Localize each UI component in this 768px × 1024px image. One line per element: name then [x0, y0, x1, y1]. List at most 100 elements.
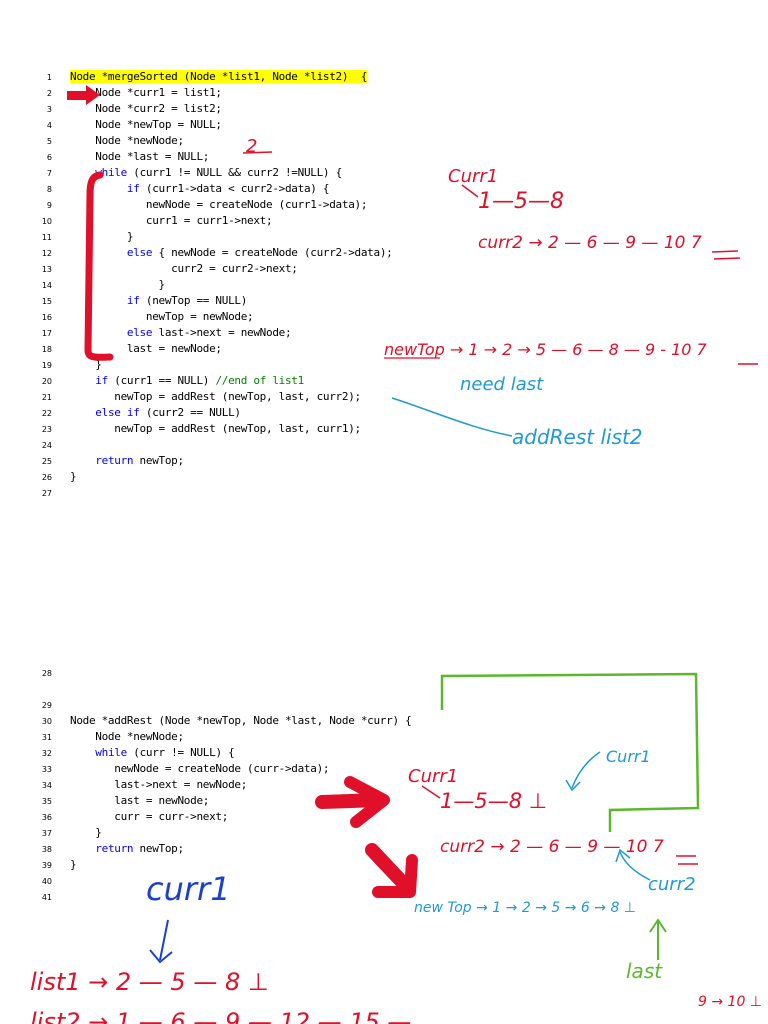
code-fragment: } — [70, 470, 77, 483]
keyword: else if — [95, 406, 140, 419]
code-line: 5 Node *newNode; — [0, 133, 768, 149]
code-line: 2 Node *curr1 = list1; — [0, 85, 768, 101]
annotation-b-last: last — [626, 959, 663, 983]
code-line: 41 — [0, 889, 768, 905]
code-fragment — [70, 182, 127, 195]
code-text: } — [70, 857, 77, 873]
code-fragment: Node *curr2 = list2; — [70, 102, 222, 115]
code-line: 4 Node *newTop = NULL; — [0, 117, 768, 133]
code-fragment: curr1 = curr1->next; — [70, 214, 273, 227]
line-number: 17 — [41, 329, 52, 338]
code-text: if (newTop == NULL) — [70, 293, 247, 309]
code-text: return newTop; — [70, 453, 184, 469]
line-number: 28 — [41, 669, 52, 678]
code-fragment: } — [70, 358, 102, 371]
line-number: 8 — [46, 185, 52, 194]
line-number: 14 — [41, 281, 52, 290]
line-number: 19 — [41, 361, 52, 370]
code-fragment: last = newNode; — [70, 794, 210, 807]
code-fragment: (curr2 == NULL) — [139, 406, 241, 419]
line-number: 20 — [41, 377, 52, 386]
code-fragment — [70, 326, 127, 339]
code-text: Node *addRest (Node *newTop, Node *last,… — [70, 713, 412, 729]
line-number: 3 — [46, 105, 52, 114]
code-line: 14 } — [0, 277, 768, 293]
code-text: Node *curr2 = list2; — [70, 101, 222, 117]
keyword: while — [95, 166, 127, 179]
code-fragment: Node *addRest (Node *newTop, Node *last,… — [70, 714, 412, 727]
line-number: 40 — [41, 877, 52, 886]
line-number: 39 — [41, 861, 52, 870]
code-fragment: (curr1 == NULL) — [107, 374, 216, 387]
line-number: 25 — [41, 457, 52, 466]
code-text: curr2 = curr2->next; — [70, 261, 298, 277]
code-line: 19 } — [0, 357, 768, 373]
code-line: 27 — [0, 485, 768, 501]
code-fragment: } — [70, 278, 166, 291]
code-line: 9 newNode = createNode (curr1->data); — [0, 197, 768, 213]
code-line: 36 curr = curr->next; — [0, 809, 768, 825]
line-number: 26 — [41, 473, 52, 482]
code-fragment: last->next = newNode; — [70, 778, 248, 791]
code-text: } — [70, 229, 134, 245]
line-number: 37 — [41, 829, 52, 838]
code-fragment — [70, 842, 95, 855]
code-fragment: curr = curr->next; — [70, 810, 229, 823]
keyword: if — [126, 294, 140, 307]
code-text: } — [70, 825, 102, 841]
code-line: 13 curr2 = curr2->next; — [0, 261, 768, 277]
code-text: Node *newNode; — [70, 729, 184, 745]
code-line: 23 newTop = addRest (newTop, last, curr1… — [0, 421, 768, 437]
code-text: else if (curr2 == NULL) — [70, 405, 241, 421]
code-text: } — [70, 357, 102, 373]
code-fragment: } — [70, 826, 102, 839]
line-number: 12 — [41, 249, 52, 258]
code-text: newTop = addRest (newTop, last, curr2); — [70, 389, 361, 405]
code-text: while (curr1 != NULL && curr2 !=NULL) { — [70, 165, 342, 181]
code-fragment: (curr1->data < curr2->data) { — [139, 182, 330, 195]
line-number: 9 — [46, 201, 52, 210]
line-number: 7 — [46, 169, 52, 178]
code-fragment: newNode = createNode (curr1->data); — [70, 198, 368, 211]
code-fragment — [70, 246, 127, 259]
code-fragment: newTop; — [133, 842, 185, 855]
code-line: 6 Node *last = NULL; — [0, 149, 768, 165]
code-fragment — [70, 406, 95, 419]
code-text: newTop = newNode; — [70, 309, 254, 325]
code-fragment — [70, 374, 95, 387]
code-text: last = newNode; — [70, 341, 222, 357]
line-number: 10 — [41, 217, 52, 226]
line-number: 2 — [46, 89, 52, 98]
line-number: 6 — [46, 153, 52, 162]
code-text: newTop = addRest (newTop, last, curr1); — [70, 421, 361, 437]
annotation-bottom-list1: list1 → 2 — 5 — 8 ⊥ — [30, 968, 269, 996]
line-number: 21 — [41, 393, 52, 402]
line-number: 31 — [41, 733, 52, 742]
code-line: 11 } — [0, 229, 768, 245]
code-text: newNode = createNode (curr1->data); — [70, 197, 368, 213]
line-number: 38 — [41, 845, 52, 854]
code-fragment: Node *newNode; — [70, 134, 184, 147]
line-number: 24 — [41, 441, 52, 450]
code-line: 34 last->next = newNode; — [0, 777, 768, 793]
code-fragment: Node *newTop = NULL; — [70, 118, 222, 131]
code-fragment: { newNode = createNode (curr2->data); — [152, 246, 393, 259]
line-number: 15 — [41, 297, 52, 306]
line-number: 13 — [41, 265, 52, 274]
code-line: 25 return newTop; — [0, 453, 768, 469]
code-line: 12 else { newNode = createNode (curr2->d… — [0, 245, 768, 261]
annotation-corner-note: 9 → 10 ⊥ — [698, 994, 762, 1010]
code-line: 18 last = newNode; — [0, 341, 768, 357]
code-fragment: last->next = newNode; — [152, 326, 292, 339]
code-text: last->next = newNode; — [70, 777, 247, 793]
code-line: 26} — [0, 469, 768, 485]
code-fragment: newTop; — [133, 454, 185, 467]
highlighted-text: Node *mergeSorted (Node *list1, Node *li… — [70, 70, 368, 83]
code-fragment — [70, 746, 95, 759]
keyword: if — [95, 374, 108, 387]
line-number: 30 — [41, 717, 52, 726]
code-text: while (curr != NULL) { — [70, 745, 234, 761]
line-number: 34 — [41, 781, 52, 790]
code-text: if (curr1->data < curr2->data) { — [70, 181, 330, 197]
code-fragment: Node *curr1 = list1; — [70, 86, 222, 99]
